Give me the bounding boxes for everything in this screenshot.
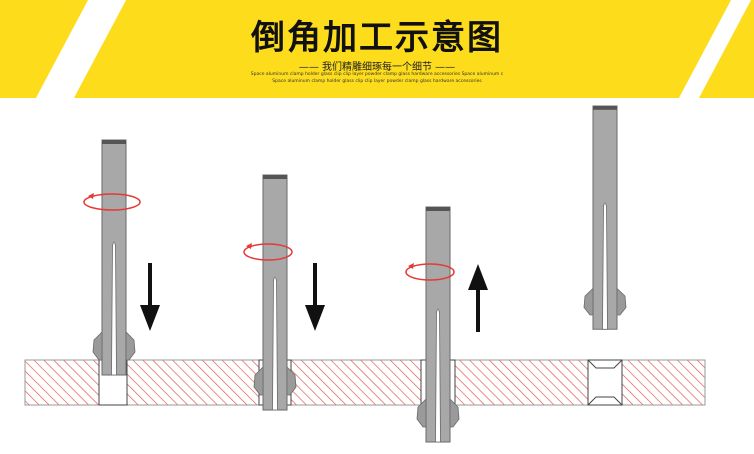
- workpiece-board: [24, 359, 706, 406]
- chamfer-diagram: [24, 105, 706, 443]
- header-banner: 倒角加工示意图 —— 我们精雕细琢每一个细节 —— Space aluminum…: [0, 0, 754, 98]
- tool-step-1: [83, 139, 160, 376]
- page-title: 倒角加工示意图: [251, 18, 503, 58]
- rotation-icon: [405, 263, 455, 281]
- tool-step-2: [243, 174, 325, 411]
- caption-line-2: Space aluminum clamp holder glass clip c…: [272, 79, 482, 84]
- arrow-up-icon: [468, 264, 488, 332]
- caption-line-1: Space aluminum clamp holder glass clip c…: [250, 72, 504, 77]
- tool-step-3: [405, 206, 488, 443]
- tool-step-4: [583, 105, 627, 330]
- arrow-down-icon: [140, 263, 160, 331]
- rotation-icon: [243, 243, 293, 261]
- page-subtitle: —— 我们精雕细琢每一个细节 ——: [298, 62, 456, 73]
- arrow-down-icon: [305, 263, 325, 331]
- rotation-icon: [83, 193, 141, 211]
